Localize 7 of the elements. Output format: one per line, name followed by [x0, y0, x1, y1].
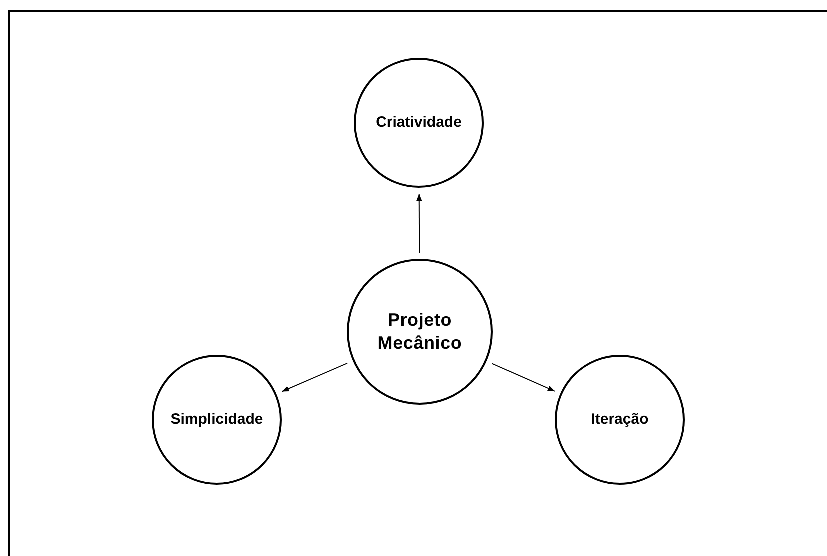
- concept-label: Criatividade: [375, 113, 463, 133]
- arrow: [282, 362, 348, 392]
- arrow: [416, 194, 422, 254]
- concept-label: Iteração: [590, 410, 650, 430]
- arrow: [492, 363, 556, 392]
- concept-label: Projeto Mecânico: [376, 308, 464, 355]
- concept-label: Simplicidade: [170, 410, 264, 430]
